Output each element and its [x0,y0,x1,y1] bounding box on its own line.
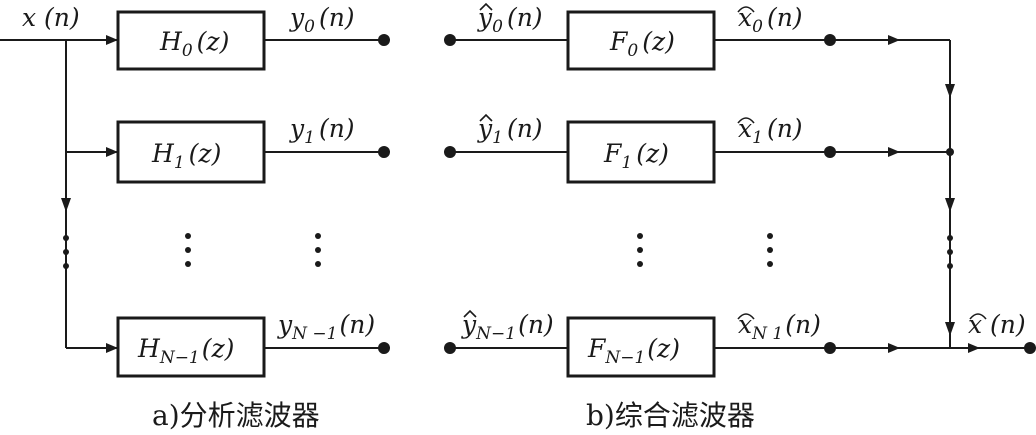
output-terminal [1024,342,1036,354]
filter-box-hn [116,316,266,378]
ellipsis-vertical [63,235,69,269]
yhat0-label: y0(n) [477,3,543,37]
hn-output-terminal [378,342,390,354]
filter-f1-label: F1(z) [603,139,669,173]
filter-h1-label: H1(z) [151,139,221,173]
caption-synthesis: b)综合滤波器 [586,399,755,432]
filter-box-f0 [566,10,716,71]
arrow-icon [888,147,900,157]
ellipsis-vertical [637,233,643,267]
hat-icon [737,313,755,320]
filter-hn-label: HN−1(z) [137,334,234,368]
yn-label: yN −1(n) [277,310,375,344]
caption-analysis: a)分析滤波器 [152,399,320,432]
filter-h0-label: H0(z) [159,27,229,61]
hat-icon [969,313,987,320]
xhat0-label: x0(n) [738,3,803,37]
arrow-icon [106,147,118,157]
hat-icon [479,113,493,122]
output-label: x (n) [968,310,1026,339]
filter-box-h1 [116,120,266,184]
arrow-icon [945,84,955,98]
arrow-icon [106,35,118,45]
y0-label: y0(n) [289,3,355,37]
input-label: x (n) [22,3,80,32]
filter-box-h0 [116,10,266,71]
y1-label: y1(n) [289,114,355,148]
xhat1-label: x1(n) [738,114,803,148]
arrow-icon [888,343,900,353]
junction-dot [946,148,954,156]
ellipsis-vertical [185,233,191,267]
ellipsis-vertical [947,235,953,269]
f0-output-terminal [824,34,836,46]
ellipsis-vertical [315,233,321,267]
hat-icon [737,117,755,124]
arrow-icon [968,343,980,353]
filter-fn-label: FN−1(z) [587,334,680,368]
hat-icon [479,2,493,11]
filter-box-f1 [566,120,716,184]
arrow-icon [945,198,955,212]
f1-output-terminal [824,146,836,158]
yhat1-label: y1(n) [477,114,543,148]
h1-output-terminal [378,146,390,158]
hat-icon [737,6,755,13]
hat-icon [463,309,477,318]
ellipsis-vertical [767,233,773,267]
xhatn-label: xN 1(n) [738,310,821,344]
filter-f0-label: F0(z) [609,27,675,61]
fn-output-terminal [824,342,836,354]
arrow-icon [888,35,900,45]
arrow-icon [61,198,71,212]
h0-output-terminal [378,34,390,46]
arrow-icon [945,322,955,336]
arrow-icon [106,343,118,353]
yhatn-label: yN−1(n) [461,310,554,344]
